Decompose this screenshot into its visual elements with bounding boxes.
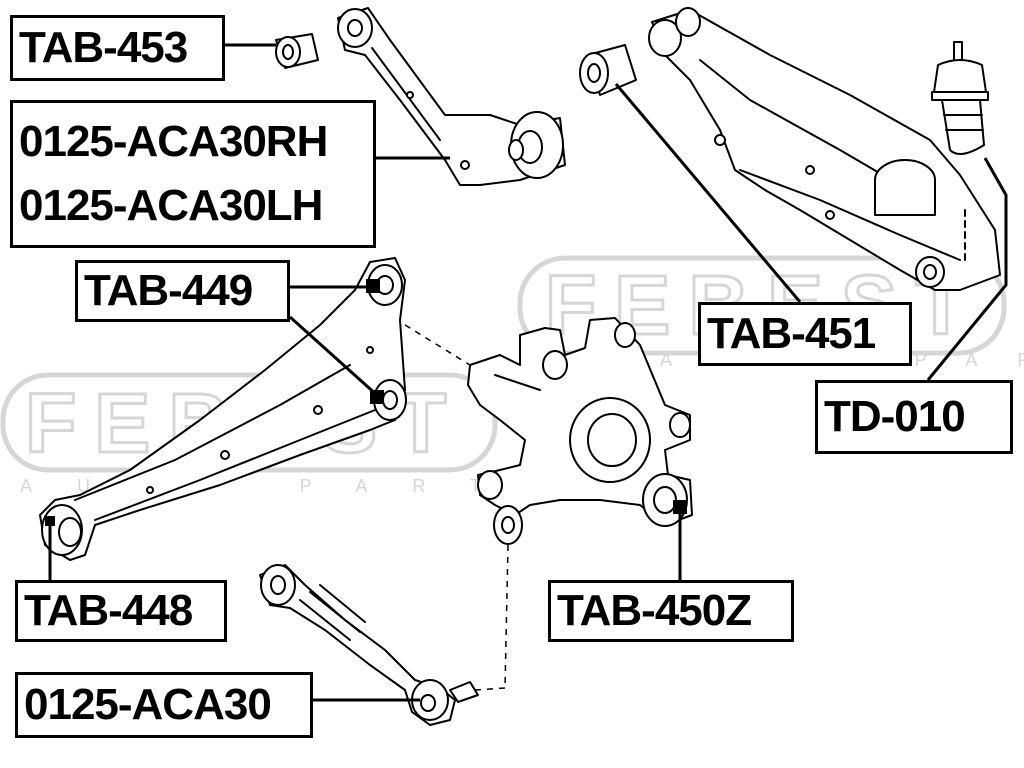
upper-control-arm-drawing [337, 7, 566, 186]
label-tab451[interactable]: TAB-451 [698, 302, 912, 366]
label-tab449[interactable]: TAB-449 [75, 260, 290, 322]
label-0125-aca30-text: 0125-ACA30 [24, 680, 272, 729]
label-tab451-text: TAB-451 [707, 309, 876, 358]
label-tab453-text: TAB-453 [19, 23, 188, 72]
toe-link-drawing [259, 564, 479, 726]
label-td010-text: TD-010 [824, 392, 966, 441]
label-tab450z[interactable]: TAB-450Z [548, 580, 794, 642]
leader-lines [48, 43, 1008, 702]
dashed-guides [404, 324, 509, 691]
label-tab448[interactable]: TAB-448 [15, 580, 227, 642]
leader-markers [45, 279, 687, 526]
label-0125-aca30rh-text: 0125-ACA30RH [19, 117, 328, 166]
label-td010[interactable]: TD-010 [815, 380, 1013, 454]
label-0125-aca30rh-lh[interactable]: 0125-ACA30RH 0125-ACA30LH [10, 100, 376, 248]
shock-mount-td010-drawing [931, 41, 989, 155]
lower-arm-right-drawing [648, 7, 1001, 291]
label-tab449-text: TAB-449 [84, 266, 253, 315]
label-tab448-text: TAB-448 [24, 586, 193, 635]
label-0125-aca30[interactable]: 0125-ACA30 [15, 672, 313, 738]
label-tab453[interactable]: TAB-453 [10, 15, 225, 81]
label-0125-aca30lh-text: 0125-ACA30LH [19, 181, 323, 230]
knuckle-drawing [467, 317, 693, 545]
bushing-tab451-drawing [579, 44, 637, 96]
bushing-tab453-drawing [275, 33, 319, 69]
label-tab450z-text: TAB-450Z [557, 586, 752, 635]
